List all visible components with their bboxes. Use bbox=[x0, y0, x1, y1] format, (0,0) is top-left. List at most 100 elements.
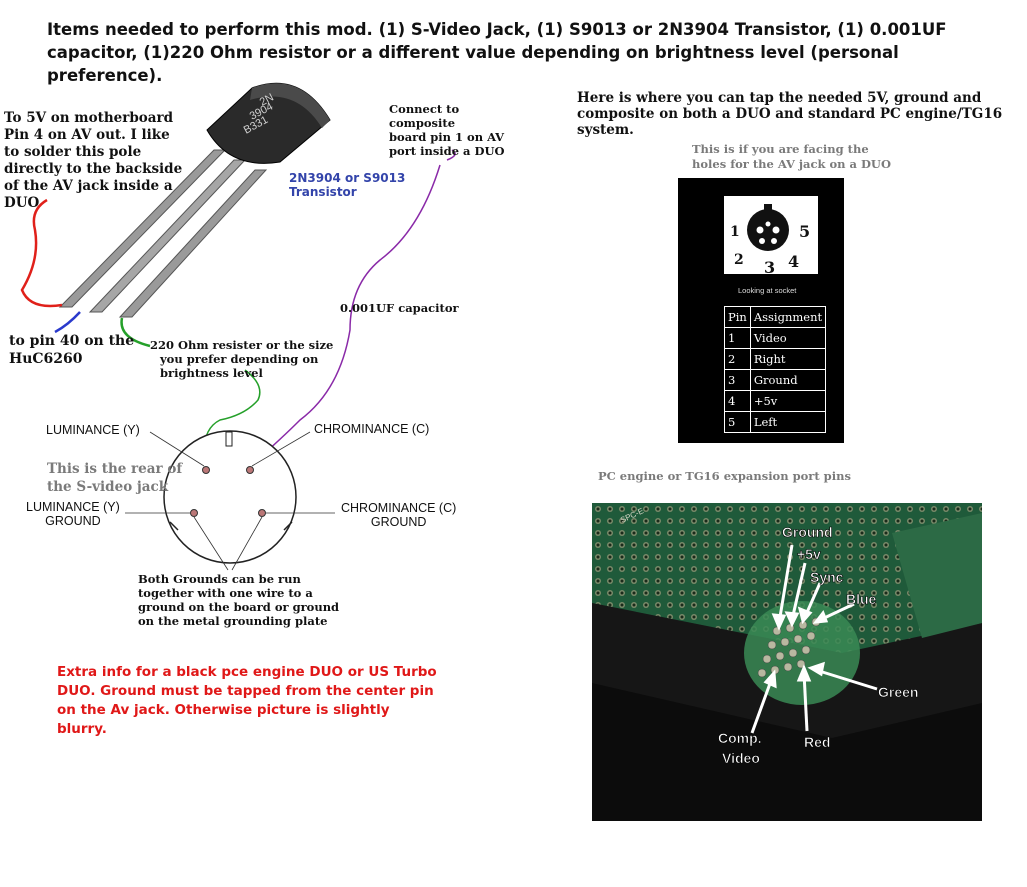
connector-num-4: 4 bbox=[788, 252, 800, 271]
label-5v-line: Pin 4 on AV out. I like bbox=[4, 127, 170, 143]
right-intro-line: system. bbox=[577, 122, 634, 138]
label-resistor-line: you prefer depending on bbox=[160, 352, 319, 366]
extra-info-line: blurry. bbox=[57, 721, 107, 737]
pin-cell: 4 bbox=[724, 390, 751, 412]
grounds-note-line: on the metal grounding plate bbox=[138, 614, 328, 628]
expansion-port-photo: Ground +5v Sync Blue Green Red Comp. Vid… bbox=[592, 503, 982, 821]
purple-wire-top bbox=[446, 149, 456, 161]
photo-label-red: Red bbox=[804, 734, 830, 750]
expansion-caption: PC engine or TG16 expansion port pins bbox=[598, 469, 851, 483]
label-pin40-line: to pin 40 on the bbox=[9, 333, 135, 349]
label-resistor-line: brightness level bbox=[160, 366, 263, 380]
connector-caption: Looking at socket bbox=[738, 286, 797, 295]
assignment-cell: +5v bbox=[749, 390, 827, 412]
label-resistor-line: 220 Ohm resister or the size bbox=[150, 338, 334, 352]
assignment-cell: Left bbox=[749, 411, 827, 433]
lum-ground-pin bbox=[190, 509, 198, 517]
red-wire bbox=[20, 198, 63, 308]
photo-label-blue: Blue bbox=[846, 591, 877, 607]
photo-label-comp: Comp. bbox=[718, 730, 762, 746]
assignment-cell: Ground bbox=[749, 369, 827, 391]
facing-note: This is if you are facing the holes for … bbox=[692, 142, 891, 172]
av-connector-graphic bbox=[747, 204, 789, 251]
svideo-jack bbox=[125, 430, 335, 571]
page-header: Items needed to perform this mod. (1) S-… bbox=[47, 18, 1007, 87]
label-lum-ground: LUMINANCE (Y) GROUND bbox=[26, 500, 120, 528]
label-chrom-ground: CHROMINANCE (C) GROUND bbox=[341, 501, 456, 529]
label-5v: To 5V on motherboard Pin 4 on AV out. I … bbox=[4, 110, 204, 212]
photo-label-ground: Ground bbox=[782, 524, 833, 540]
header-line-2: capacitor, (1)220 Ohm resistor or a diff… bbox=[47, 43, 899, 85]
green-wire bbox=[120, 317, 151, 348]
pin-cell: 1 bbox=[724, 327, 751, 349]
assignment-cell: Video bbox=[749, 327, 827, 349]
grounds-note-line: together with one wire to a bbox=[138, 586, 313, 600]
table-row: 4+5v bbox=[724, 390, 827, 412]
connector-num-5: 5 bbox=[799, 222, 811, 241]
label-composite-line: composite bbox=[389, 116, 456, 130]
label-composite: Connect to composite board pin 1 on AV p… bbox=[389, 102, 509, 158]
grounds-note-line: Both Grounds can be run bbox=[138, 572, 301, 586]
photo-label-5v: +5v bbox=[797, 546, 821, 562]
header-line-1: Items needed to perform this mod. (1) S-… bbox=[47, 20, 947, 39]
facing-note-line: holes for the AV jack on a DUO bbox=[692, 157, 891, 171]
lum-ground-line: LUMINANCE (Y) bbox=[26, 500, 120, 514]
extra-info: Extra info for a black pce engine DUO or… bbox=[57, 663, 437, 739]
rear-note-line: the S-video jack bbox=[47, 479, 169, 495]
label-capacitor: 0.001UF capacitor bbox=[340, 301, 459, 315]
photo-label-video: Video bbox=[722, 750, 760, 766]
label-composite-line: board pin 1 on AV bbox=[389, 130, 505, 144]
blue-wire bbox=[54, 311, 81, 334]
photo-label-green: Green bbox=[878, 684, 918, 700]
purple-wire bbox=[247, 164, 441, 469]
lum-ground-line: GROUND bbox=[45, 514, 101, 528]
chrominance-pin bbox=[246, 466, 254, 474]
assignment-cell: Right bbox=[749, 348, 827, 370]
label-5v-line: to solder this pole bbox=[4, 144, 142, 160]
transistor-body: 2N 3904 B331 bbox=[206, 82, 331, 164]
pin-table-header: Pin Assignment bbox=[724, 306, 827, 328]
label-grounds-note: Both Grounds can be run together with on… bbox=[138, 572, 339, 628]
pin-cell: 3 bbox=[724, 369, 751, 391]
label-resistor: 220 Ohm resister or the size you prefer … bbox=[150, 338, 333, 380]
label-composite-line: port inside a DUO bbox=[389, 144, 505, 158]
connector-num-2: 2 bbox=[734, 252, 744, 268]
pin-header: Pin bbox=[724, 306, 751, 328]
right-intro: Here is where you can tap the needed 5V,… bbox=[577, 90, 1002, 138]
extra-info-line: DUO. Ground must be tapped from the cent… bbox=[57, 683, 434, 699]
label-pin40-line: HuC6260 bbox=[9, 351, 83, 367]
label-pin40: to pin 40 on the HuC6260 bbox=[9, 332, 134, 368]
luminance-pin bbox=[202, 466, 210, 474]
label-type-line: Transistor bbox=[289, 185, 357, 199]
chrom-ground-line: GROUND bbox=[370, 515, 427, 529]
connector-num-3: 3 bbox=[764, 258, 776, 277]
facing-note-line: This is if you are facing the bbox=[692, 142, 869, 156]
transistor-mark-1: 2N bbox=[258, 91, 276, 108]
label-type-line: 2N3904 or S9013 bbox=[289, 171, 406, 185]
av-connector-diagram: 1 5 2 3 4 bbox=[724, 196, 818, 277]
label-5v-line: of the AV jack inside a DUO bbox=[4, 178, 173, 211]
extra-info-line: Extra info for a black pce engine DUO or… bbox=[57, 664, 437, 680]
wiring-diagram: 2N 3904 B331 bbox=[20, 82, 456, 571]
av-pinout-panel: 1 5 2 3 4 Looking at socket Pin Assignme… bbox=[678, 178, 844, 443]
label-composite-line: Connect to bbox=[389, 102, 460, 116]
right-intro-line: Here is where you can tap the needed 5V,… bbox=[577, 90, 982, 106]
extra-info-line: on the Av jack. Otherwise picture is sli… bbox=[57, 702, 390, 718]
pin-cell: 2 bbox=[724, 348, 751, 370]
chrom-ground-line: CHROMINANCE (C) bbox=[341, 501, 457, 515]
label-transistor-type: 2N3904 or S9013 Transistor bbox=[289, 171, 405, 199]
transistor-legs bbox=[58, 149, 268, 318]
pin-cell: 5 bbox=[724, 411, 751, 433]
photo-label-sync: Sync bbox=[810, 569, 844, 585]
connector-num-1: 1 bbox=[730, 224, 740, 240]
assignment-header: Assignment bbox=[749, 306, 827, 328]
label-5v-line: directly to the backside bbox=[4, 161, 183, 177]
rear-note-line: This is the rear of bbox=[47, 461, 183, 477]
label-chrominance: CHROMINANCE (C) bbox=[314, 422, 430, 436]
label-5v-line: To 5V on motherboard bbox=[4, 110, 174, 126]
